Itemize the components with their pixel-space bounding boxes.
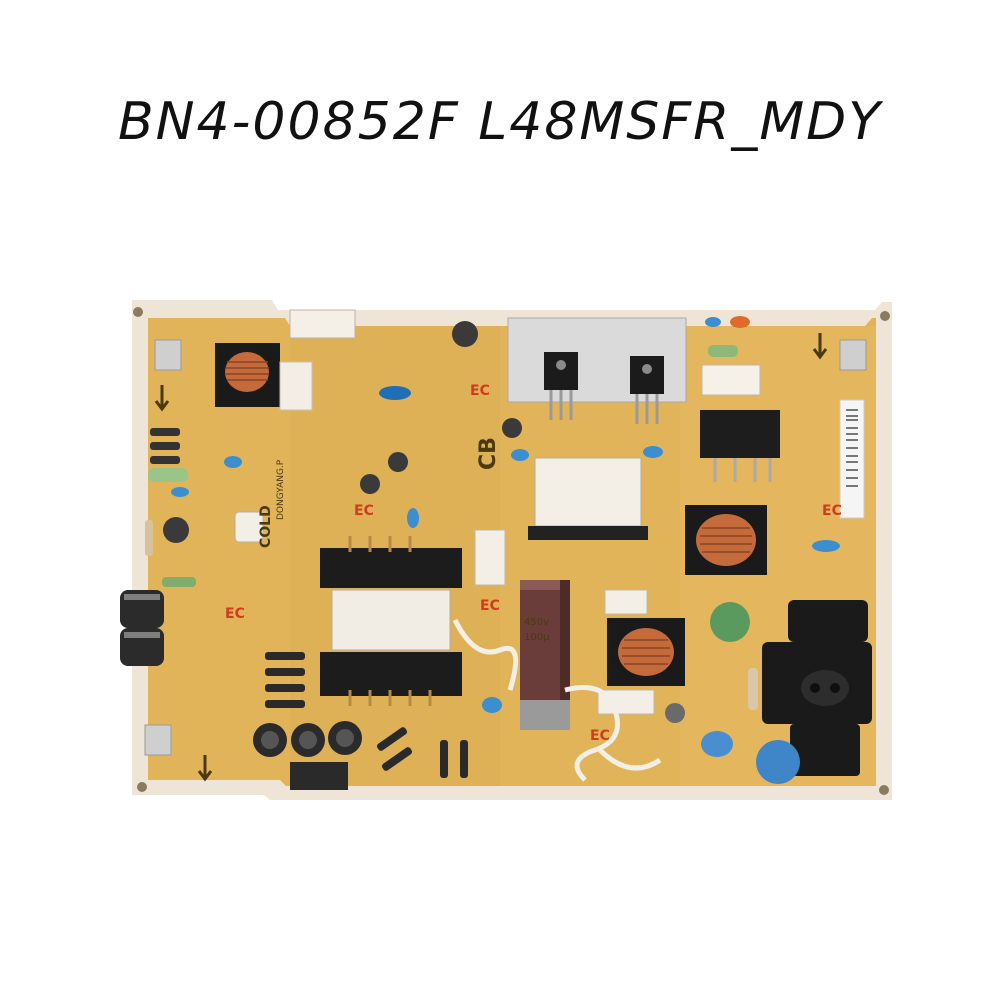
capacitor-small [163,517,189,543]
capacitor-small [502,418,522,438]
capacitor-small [360,474,380,494]
small-diodes [150,428,180,464]
connector-bottom [290,762,348,790]
white-relay [701,364,761,396]
diode-row [265,652,305,708]
mount-hole [137,782,147,792]
potentiometer [234,511,264,543]
resistor [145,520,153,556]
ceramic-cap [379,386,411,400]
white-block [604,589,648,615]
svg-text:EC: EC [354,503,374,519]
wire-loop [564,685,620,782]
svg-text:100µ: 100µ [524,632,550,643]
ceramic-cap [482,697,502,713]
choke-right-upper [685,505,767,575]
wire-loop [452,618,519,691]
wire-loop [598,748,662,771]
svg-text:EC: EC [470,383,490,399]
solder-pad [144,724,172,756]
mosfet-left [544,352,578,420]
y-capacitor [701,731,733,757]
arrow-marking [197,755,213,782]
ceramic-cap [705,317,721,327]
svg-text:EC: EC [822,503,842,519]
secondary-transformer [534,457,642,527]
svg-text:EC: EC [480,598,500,614]
diodes-bottom [376,727,468,778]
capacitor-small [388,452,408,472]
bulk-capacitor: 450v 100µ [520,580,570,730]
capacitor-small [665,703,685,723]
mount-hole [879,785,889,795]
solder-pad [154,339,182,371]
product-title: BN4-00852F L48MSFR_MDY [117,92,882,152]
bridge-rectifier [700,410,780,458]
ceramic-cap [171,487,189,497]
electrolytic-caps-left [120,590,164,666]
main-transformer [320,536,462,706]
choke-middle [607,618,685,686]
electrolytic-caps-bottom [253,721,362,757]
svg-text:COLD: COLD [258,505,274,548]
resistor [708,345,738,357]
ceramic-cap [643,446,663,458]
white-block [474,529,506,586]
ceramic-cap [730,316,750,328]
barcode-label [839,399,865,519]
capacitor-small [452,321,478,347]
connector-top [289,309,356,339]
thermistor [710,602,750,642]
y-capacitor [756,740,800,784]
svg-text:EC: EC [225,606,245,622]
svg-text:450v: 450v [524,617,549,628]
ac-input-socket [762,600,872,776]
svg-text:CB: CB [476,437,501,470]
arrow-marking [812,333,828,360]
svg-text:EC: EC [590,728,610,744]
mount-hole [880,311,890,321]
ceramic-cap [224,456,242,468]
mount-hole [133,307,143,317]
arrow-marking [154,385,170,412]
ceramic-cap [812,540,840,552]
resistor [162,577,196,587]
solder-pad [839,339,867,371]
mosfet-right [630,356,664,424]
resistor [148,468,188,482]
ceramic-cap [511,449,529,461]
svg-text:DONGYANG.P: DONGYANG.P [276,459,286,520]
ceramic-cap [407,508,419,528]
resistor [748,668,758,710]
